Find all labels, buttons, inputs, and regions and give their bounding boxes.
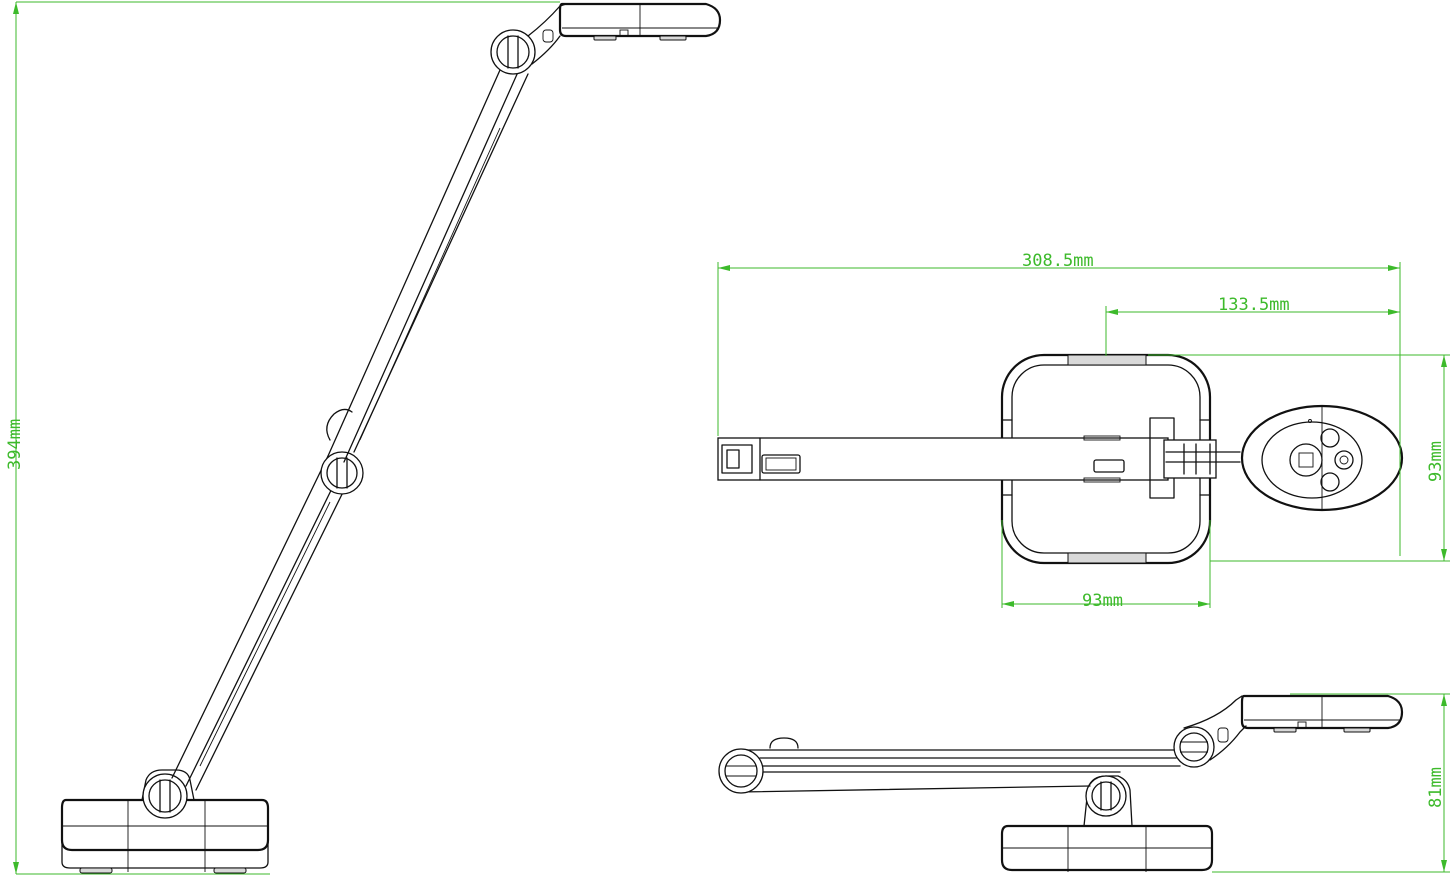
top-camera-head [1240,404,1404,512]
side-top-pivot [490,3,567,75]
dim-308-5-label: 308.5mm [1022,251,1094,271]
top-hinge [1163,439,1241,479]
dim-308-5: 308.5mm [717,251,1401,556]
folded-base [1000,824,1214,872]
dim-81-label: 81mm [1426,767,1446,808]
side-mid-pivot [320,408,364,495]
folded-camera-head [1240,694,1404,733]
capture-button-icon [1334,450,1354,470]
dim-93-horizontal-label: 93mm [1082,591,1123,611]
focus-button-icon [1289,443,1323,477]
folded-top-pivot [1173,695,1247,768]
top-arm [717,417,1175,499]
folded-post [1083,775,1133,827]
side-view-extended [60,2,722,874]
dim-394-label: 394mm [5,419,25,470]
side-view-folded [718,694,1404,872]
side-camera-head [558,2,722,41]
side-lower-arm [171,455,353,791]
dim-394: 394mm [5,1,560,875]
side-lower-pivot [141,769,195,819]
brightness-button-icon [1320,428,1340,448]
side-base [60,798,270,874]
dim-133-5-label: 133.5mm [1218,295,1290,315]
folded-arms [718,737,1181,794]
side-upper-arm [327,69,529,463]
dim-93-horizontal: 93mm [1001,520,1211,611]
light-button-icon [1320,472,1340,492]
dim-93-vertical: 93mm [1148,354,1450,562]
dim-81: 81mm [1212,693,1450,873]
top-view [717,353,1404,565]
dim-133-5: 133.5mm [1105,295,1400,356]
dim-93-vertical-label: 93mm [1426,441,1446,482]
